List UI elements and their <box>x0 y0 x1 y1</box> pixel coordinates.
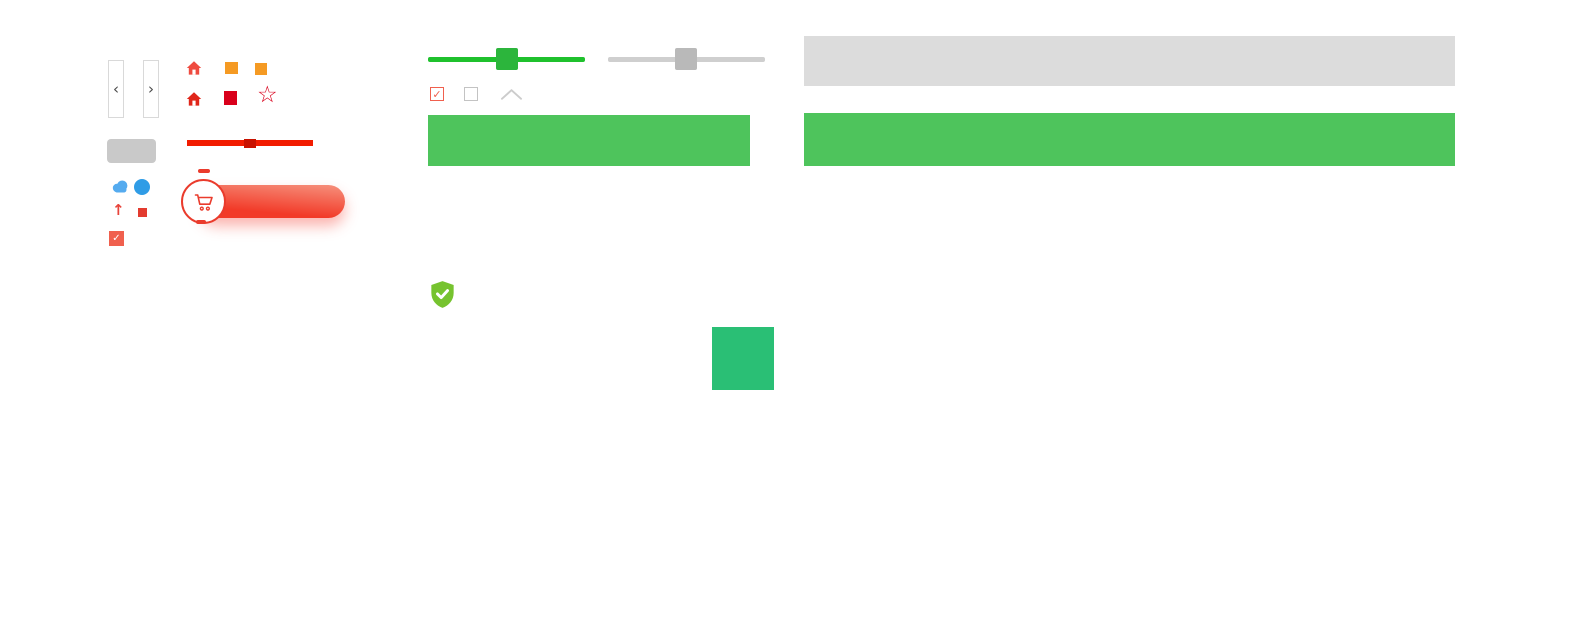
carousel-next-button[interactable]: › <box>143 60 159 118</box>
placeholder-button[interactable] <box>107 139 156 163</box>
gray-slider-thumb[interactable] <box>675 48 697 70</box>
checkbox-checked[interactable]: ✓ <box>430 87 444 101</box>
orange-square-icon <box>255 63 267 75</box>
cart-icon-circle[interactable] <box>181 179 226 224</box>
checked-square-icon[interactable]: ✓ <box>109 231 124 246</box>
red-slider-thumb[interactable] <box>244 139 256 148</box>
red-square-icon <box>224 91 237 105</box>
green-cta-bar-left[interactable] <box>428 115 750 166</box>
red-dot-icon <box>138 208 147 217</box>
carousel-prev-button[interactable]: ‹ <box>108 60 124 118</box>
checkbox-unchecked[interactable] <box>464 87 478 101</box>
cart-icon <box>194 193 213 211</box>
green-slider-thumb[interactable] <box>496 48 518 70</box>
motion-dash <box>196 220 206 224</box>
shield-check-icon <box>429 280 456 309</box>
home-icon[interactable] <box>186 60 202 76</box>
cloud-icon[interactable] <box>110 177 130 195</box>
chevron-right-icon: › <box>148 79 154 98</box>
green-square-placeholder <box>712 327 774 390</box>
star-icon[interactable]: ☆ <box>257 82 278 108</box>
green-cta-bar-right[interactable] <box>804 113 1455 166</box>
chevron-up-icon[interactable] <box>500 87 523 101</box>
shop-icon[interactable] <box>186 91 202 107</box>
circle-icon[interactable] <box>134 179 150 195</box>
arrow-up-icon[interactable]: ↑ <box>112 201 125 219</box>
motion-dash <box>198 169 210 173</box>
chevron-left-icon: ‹ <box>113 79 119 98</box>
red-slider[interactable] <box>187 139 313 148</box>
orange-square-icon <box>225 62 238 74</box>
banner-placeholder <box>804 36 1455 86</box>
